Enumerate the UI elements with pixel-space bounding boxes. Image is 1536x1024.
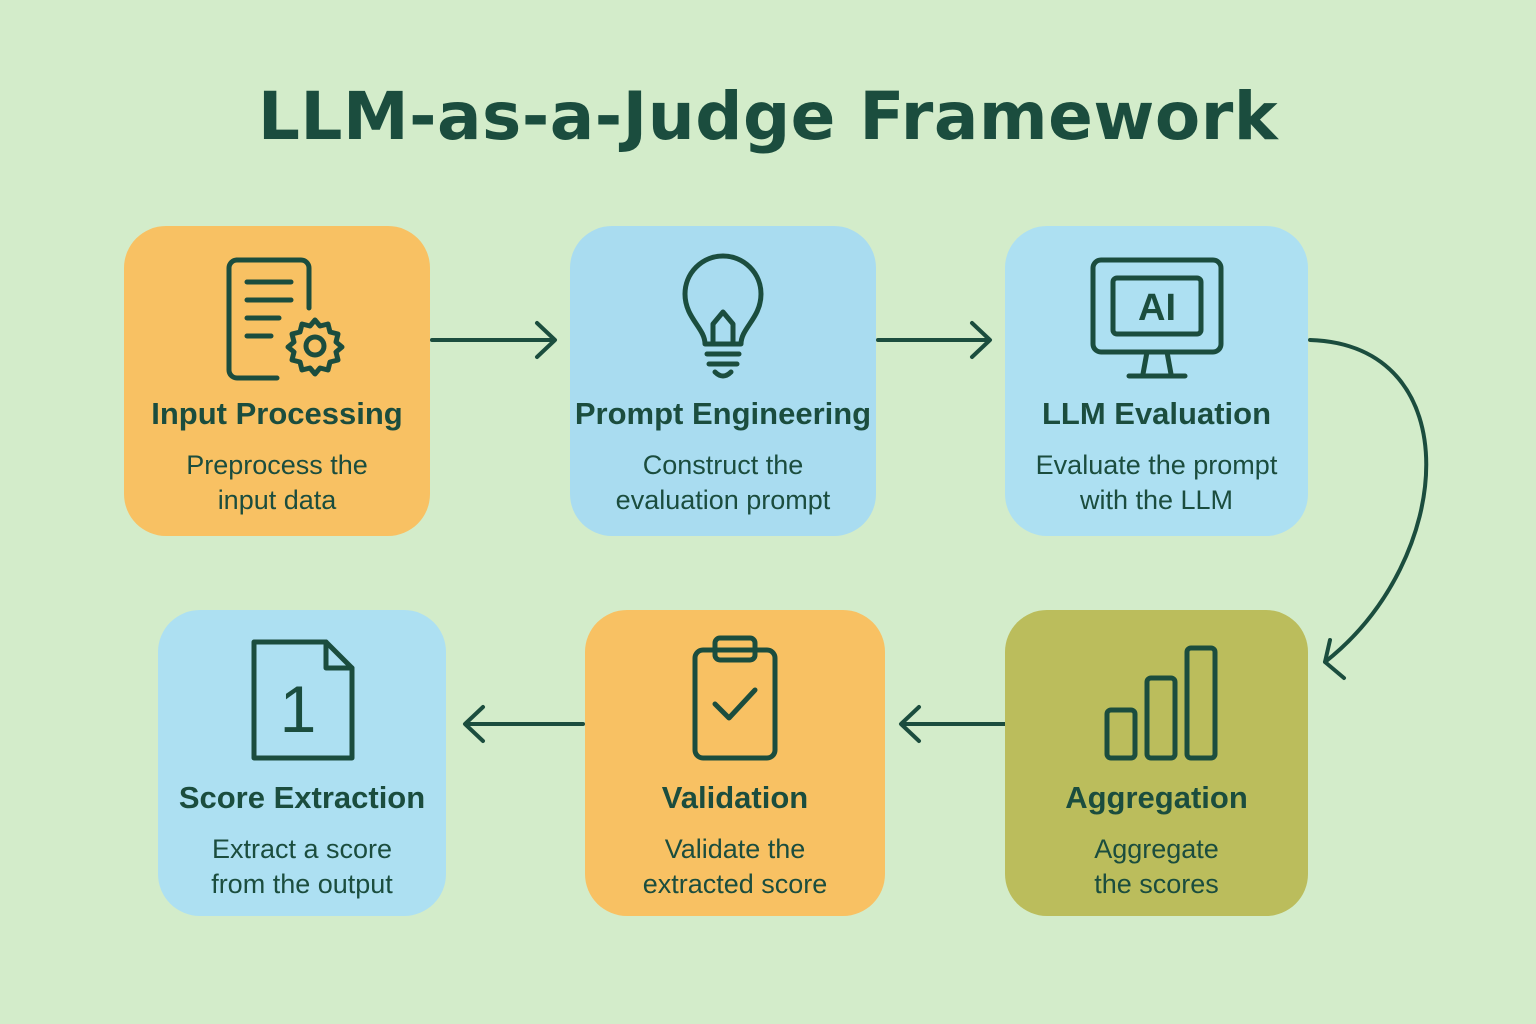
step-description: Validate the extracted score	[609, 832, 861, 902]
step-card-prompt-engineering: Prompt Engineering Construct the evaluat…	[570, 226, 876, 536]
arrow-validation-to-score	[463, 705, 585, 743]
step-description: Preprocess the input data	[148, 448, 406, 518]
step-title: Prompt Engineering	[574, 396, 872, 431]
step-description-line: Construct the	[642, 450, 804, 480]
lightbulb-icon	[570, 248, 876, 388]
page-title: LLM-as-a-Judge Framework	[257, 78, 1279, 155]
step-card-validation: Validation Validate the extracted score	[585, 610, 885, 916]
arrow-prompt-to-llm	[876, 321, 992, 359]
step-title: LLM Evaluation	[1041, 396, 1272, 431]
bar-chart-icon	[1005, 632, 1308, 772]
step-card-input-processing: Input Processing Preprocess the input da…	[124, 226, 430, 536]
step-card-score-extraction: 1 Score Extraction Extract a score from …	[158, 610, 446, 916]
arrow-aggregation-to-validation	[899, 705, 1007, 743]
step-title: Score Extraction	[178, 780, 426, 815]
arrow-llm-to-aggregation	[1308, 338, 1429, 680]
step-description-line: evaluation prompt	[615, 485, 831, 515]
step-description-line: the scores	[1094, 869, 1219, 899]
step-title: Input Processing	[151, 396, 403, 431]
step-description-line: Extract a score	[211, 834, 393, 864]
document-gear-icon	[124, 248, 430, 388]
score-document-icon: 1	[158, 632, 446, 772]
step-title: Aggregation	[1065, 780, 1248, 815]
step-description-line: with the LLM	[1079, 485, 1234, 515]
step-description-line: from the output	[211, 869, 393, 899]
step-description-line: Aggregate	[1094, 834, 1219, 864]
step-description-line: extracted score	[642, 869, 828, 899]
arrow-input-to-prompt	[430, 321, 557, 359]
step-description-line: Evaluate the prompt	[1035, 450, 1278, 480]
clipboard-check-icon	[585, 632, 885, 772]
step-card-llm-evaluation: AI LLM Evaluation Evaluate the prompt wi…	[1005, 226, 1308, 536]
step-description: Extract a score from the output	[182, 832, 422, 902]
ai-label: AI	[1138, 287, 1176, 329]
score-digit: 1	[280, 672, 317, 746]
step-description-line: input data	[217, 485, 337, 515]
ai-monitor-icon: AI	[1005, 248, 1308, 388]
step-title: Validation	[661, 780, 809, 815]
step-description: Aggregate the scores	[1029, 832, 1284, 902]
step-description-line: Validate the	[664, 834, 806, 864]
step-description: Evaluate the prompt with the LLM	[1029, 448, 1284, 518]
step-description-line: Preprocess the	[186, 450, 368, 480]
step-description: Construct the evaluation prompt	[594, 448, 852, 518]
step-card-aggregation: Aggregation Aggregate the scores	[1005, 610, 1308, 916]
